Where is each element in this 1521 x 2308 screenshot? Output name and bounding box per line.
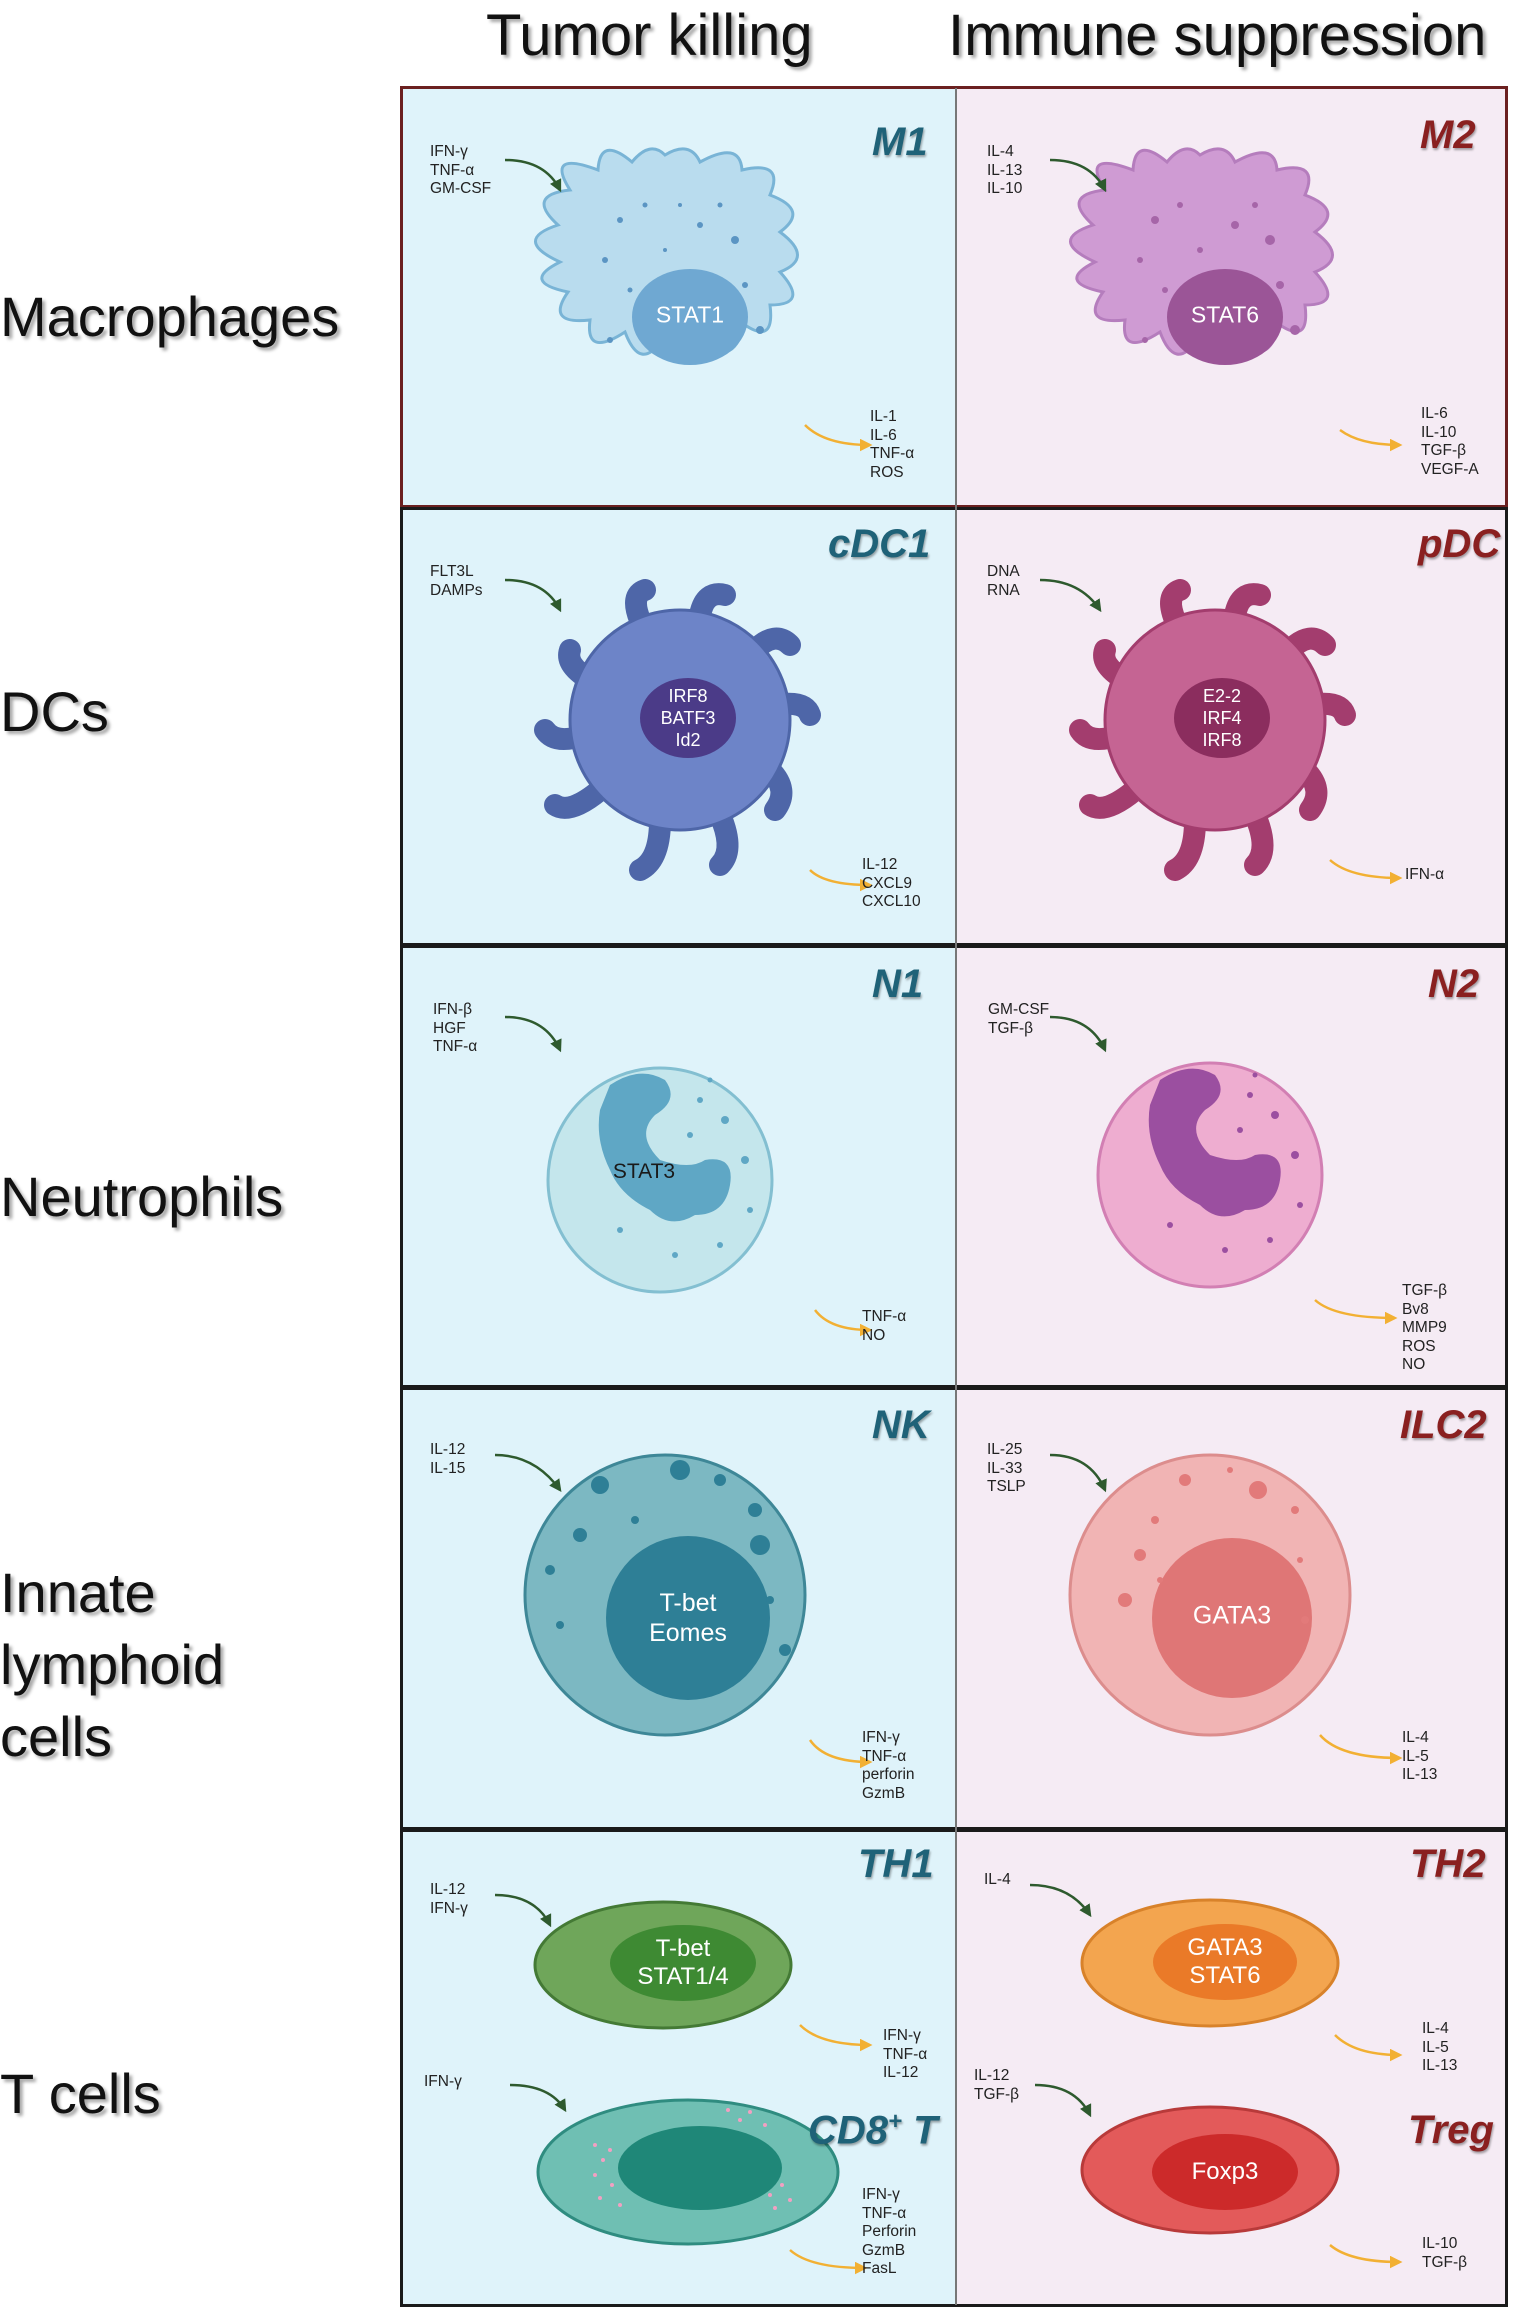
row-label-t-cells: T cells	[0, 2062, 161, 2125]
column-header-immune-suppression: Immune suppression	[948, 3, 1487, 68]
m1-macrophage-cell	[534, 147, 799, 365]
inputs-cd8-t: IFN-γ	[424, 2073, 462, 2090]
title-m1: M1	[872, 120, 928, 164]
row-label-macrophages: Macrophages	[0, 285, 340, 348]
column-divider	[955, 88, 957, 2305]
title-n1: N1	[872, 962, 924, 1006]
output-arrows	[789, 424, 1403, 2275]
title-th1: TH1	[858, 1842, 934, 1886]
input-arrows	[494, 158, 1107, 2118]
cd8-t-cell	[536, 2098, 840, 2246]
nucleus-label-gata3: GATA3	[1192, 1601, 1272, 1630]
title-treg: Treg	[1408, 2108, 1494, 2152]
n1-neutrophil-cell	[546, 1066, 774, 1294]
title-nk: NK	[872, 1403, 930, 1447]
nucleus-label-stat3: STAT3	[612, 1160, 676, 1183]
nk-cell	[523, 1453, 807, 1737]
nucleus-label-stat1: STAT1	[655, 301, 725, 328]
title-cdc1: cDC1	[828, 522, 931, 566]
n2-neutrophil-cell	[1096, 1061, 1324, 1289]
outputs-pdc: IFN-α	[1405, 866, 1445, 883]
ilc2-cell	[1068, 1453, 1352, 1737]
nucleus-label-stat6: STAT6	[1190, 301, 1260, 328]
row-label-innate-lymphoid-cells: Innate lymphoid cells	[0, 1561, 225, 1768]
title-cd8-t: CD8+ T	[808, 2108, 938, 2153]
title-ilc2: ILC2	[1400, 1403, 1487, 1447]
column-header-tumor-killing: Tumor killing	[486, 3, 813, 68]
title-n2: N2	[1428, 962, 1480, 1006]
m2-macrophage-cell	[1069, 147, 1334, 365]
title-th2: TH2	[1410, 1842, 1486, 1886]
row-label-dcs: DCs	[0, 680, 109, 743]
nucleus-label-foxp3: Foxp3	[1191, 2158, 1259, 2185]
row-label-neutrophils: Neutrophils	[0, 1165, 284, 1228]
title-m2: M2	[1420, 113, 1476, 157]
title-pdc: pDC	[1418, 522, 1501, 566]
inputs-th2: IL-4	[984, 1871, 1011, 1888]
